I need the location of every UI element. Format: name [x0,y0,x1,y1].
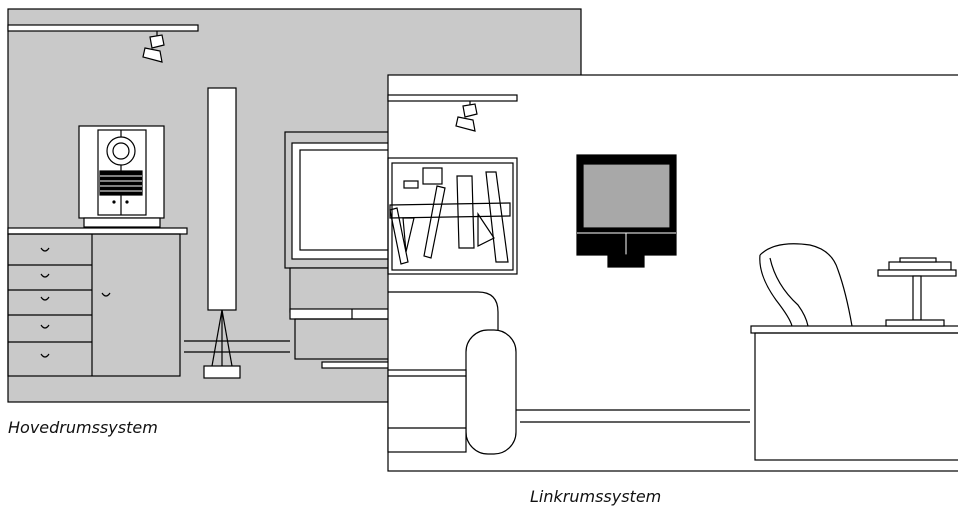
link-room-caption: Linkrumssystem [530,487,662,506]
music-system-icon [78,125,165,228]
main-spot-lamp-icon [142,31,165,63]
desk [750,325,958,461]
tall-speaker-icon [203,87,241,379]
cabinet [7,227,188,377]
link-television-icon [576,154,677,268]
wall-shelf-picture [387,157,518,275]
office-chair [759,243,853,327]
main-lamp-track [7,24,199,32]
sofa [387,291,517,455]
link-lamp-track [387,94,518,102]
side-table [877,257,957,327]
link-spot-lamp-icon [455,101,478,132]
main-room-caption: Hovedrumssystem [8,418,158,437]
link-room-panel [387,74,958,472]
